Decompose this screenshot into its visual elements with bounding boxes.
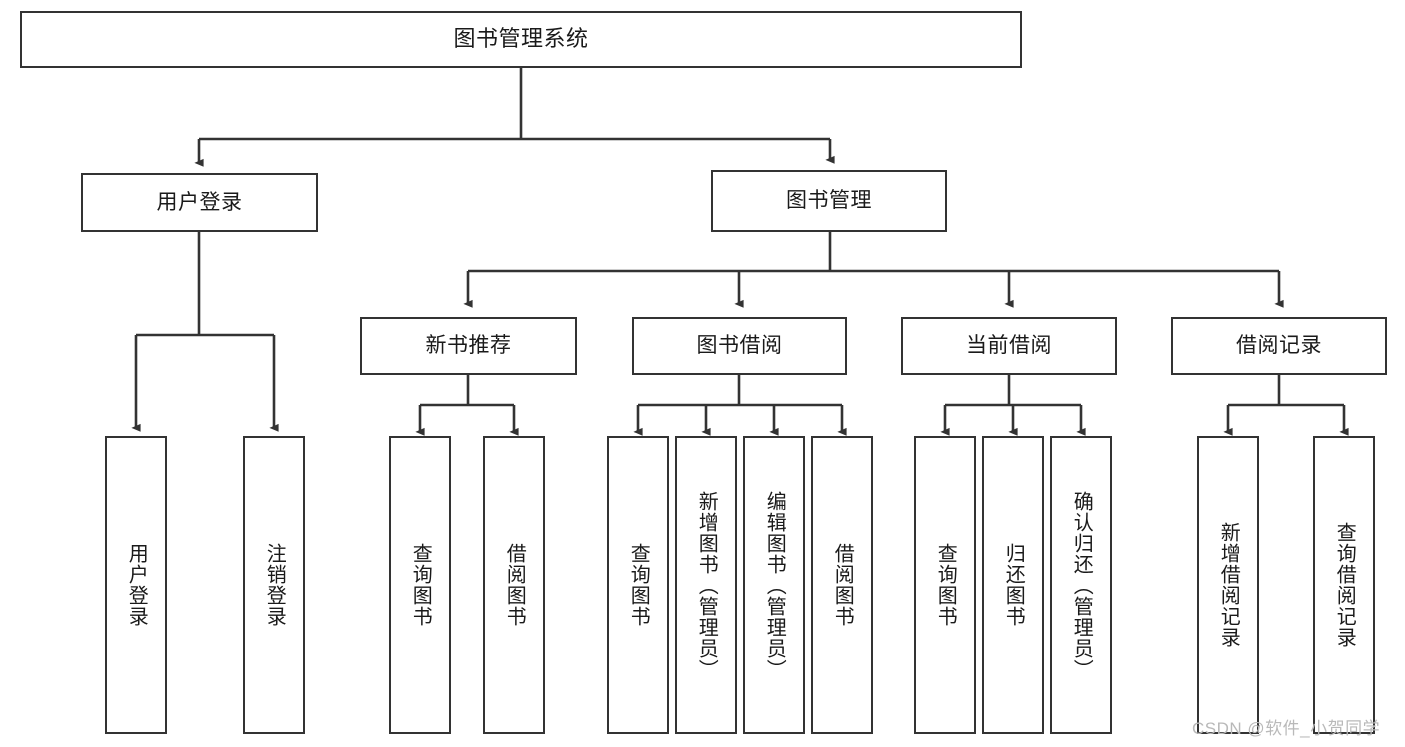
node-label: 确认归还（管理员） [1070, 490, 1093, 680]
connector-group-book-manage [463, 232, 1284, 308]
connector-group-current-borrow [940, 375, 1086, 436]
node-label: 查询图书 [409, 543, 432, 627]
node-label: 新书推荐 [425, 334, 512, 358]
node-label: 借阅图书 [831, 543, 854, 627]
connector-group-new-book [415, 375, 519, 436]
node-label: 注销登录 [263, 543, 286, 627]
node-new-book-recommend[interactable]: 新书推荐 [360, 317, 577, 375]
connector-group-user-login [131, 232, 279, 432]
node-label: 用户登录 [125, 543, 148, 627]
leaf-current-borrow-2[interactable]: 确认归还（管理员） [1050, 436, 1112, 734]
node-label: 用户登录 [156, 190, 243, 214]
node-book-borrow[interactable]: 图书借阅 [632, 317, 847, 375]
csdn-watermark: CSDN @软件_小贺同学 [1192, 719, 1381, 738]
leaf-new-book-0[interactable]: 查询图书 [389, 436, 451, 734]
node-label: 查询图书 [934, 543, 957, 627]
leaf-book-borrow-3[interactable]: 借阅图书 [811, 436, 873, 734]
node-label: 查询借阅记录 [1333, 522, 1356, 648]
node-label: 图书管理 [786, 189, 872, 213]
leaf-book-borrow-2[interactable]: 编辑图书（管理员） [743, 436, 805, 734]
node-label: 查询图书 [627, 543, 650, 627]
leaf-borrow-record-1[interactable]: 查询借阅记录 [1313, 436, 1375, 734]
connector-group-root [194, 68, 835, 167]
node-root-system[interactable]: 图书管理系统 [20, 11, 1022, 68]
node-label: 归还图书 [1002, 543, 1025, 627]
leaf-new-book-1[interactable]: 借阅图书 [483, 436, 545, 734]
node-label: 编辑图书（管理员） [763, 490, 786, 680]
node-label: 图书管理系统 [453, 26, 589, 52]
connector-group-borrow-record [1223, 375, 1349, 436]
node-label: 新增借阅记录 [1217, 522, 1240, 648]
node-label: 图书借阅 [696, 334, 783, 358]
node-label: 借阅图书 [503, 543, 526, 627]
node-current-borrow[interactable]: 当前借阅 [901, 317, 1117, 375]
leaf-current-borrow-1[interactable]: 归还图书 [982, 436, 1044, 734]
leaf-book-borrow-0[interactable]: 查询图书 [607, 436, 669, 734]
leaf-book-borrow-1[interactable]: 新增图书（管理员） [675, 436, 737, 734]
node-borrow-record[interactable]: 借阅记录 [1171, 317, 1387, 375]
leaf-borrow-record-0[interactable]: 新增借阅记录 [1197, 436, 1259, 734]
node-user-login[interactable]: 用户登录 [81, 173, 318, 232]
leaf-user-login-0[interactable]: 用户登录 [105, 436, 167, 734]
node-label: 新增图书（管理员） [695, 490, 718, 680]
leaf-user-login-1[interactable]: 注销登录 [243, 436, 305, 734]
node-book-management[interactable]: 图书管理 [711, 170, 947, 232]
node-label: 当前借阅 [966, 334, 1052, 358]
connector-group-book-borrow [633, 375, 847, 436]
node-label: 借阅记录 [1236, 334, 1322, 358]
leaf-current-borrow-0[interactable]: 查询图书 [914, 436, 976, 734]
